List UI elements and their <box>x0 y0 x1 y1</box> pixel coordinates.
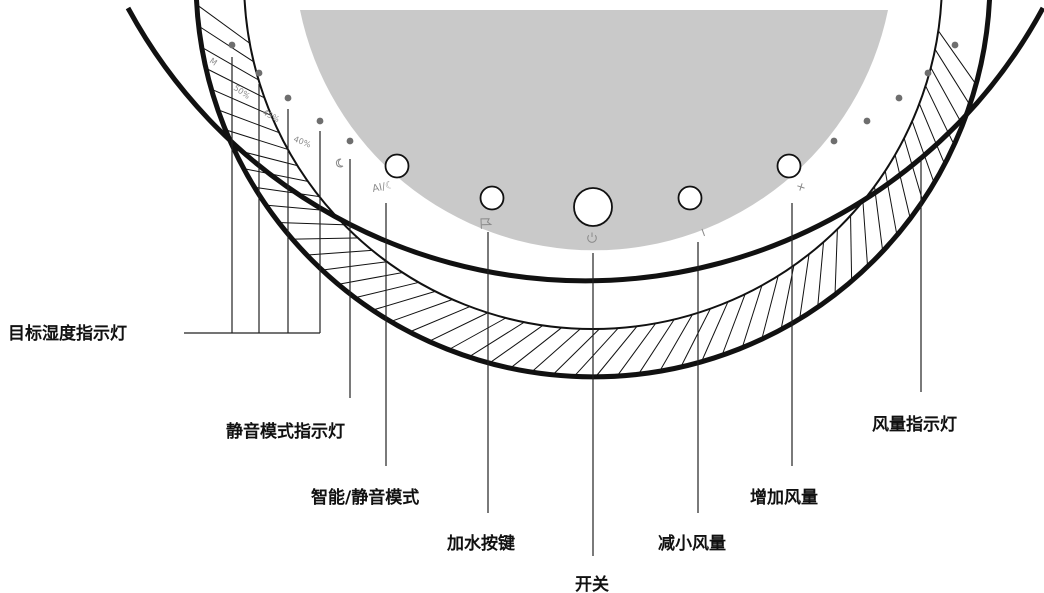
grille-stroke <box>834 226 838 293</box>
flag-icon <box>480 218 493 229</box>
grille-stroke <box>554 326 602 374</box>
grille-stroke <box>923 82 954 143</box>
fan-level-dot-1 <box>830 137 838 145</box>
grille-stroke <box>917 100 945 162</box>
humidity-dot-45 <box>284 94 292 102</box>
fan-grille-ring <box>198 5 975 376</box>
grille-stroke <box>936 28 975 83</box>
grille-stroke <box>203 48 262 82</box>
callout-smart-quiet-mode: 智能/静音模式 <box>311 487 419 508</box>
grille-stroke <box>200 27 257 64</box>
grille-stroke <box>268 204 335 212</box>
humidity-dot-m <box>228 41 236 49</box>
grille-stroke <box>281 222 348 226</box>
quiet-indicator-dot <box>346 137 354 145</box>
crescent-moon-icon <box>335 158 344 168</box>
grille-stroke <box>799 251 810 317</box>
grille-stroke <box>470 320 528 357</box>
fan-level-dot-2 <box>863 117 871 125</box>
leader-lines <box>184 57 922 556</box>
grille-stroke <box>450 316 509 349</box>
grille-stroke <box>430 311 491 341</box>
humidity-dot-50 <box>255 69 263 77</box>
grille-stroke <box>324 260 391 271</box>
grille-stroke <box>902 135 923 199</box>
fan-level-dot-5 <box>951 41 959 49</box>
grille-stroke <box>208 69 268 100</box>
grille-stroke <box>702 298 730 360</box>
callout-add-water-button: 加水按键 <box>446 533 515 554</box>
grille-stroke <box>246 168 311 183</box>
grille-stroke <box>742 282 764 346</box>
grille-stroke <box>220 110 283 135</box>
callout-decrease-fan: 减小风量 <box>658 533 726 554</box>
grille-stroke <box>256 187 323 198</box>
grille-stroke <box>309 249 376 256</box>
grille-stroke <box>928 64 962 124</box>
callout-increase-fan: 增加风量 <box>750 487 818 508</box>
power-button[interactable] <box>573 187 613 227</box>
grille-stroke <box>532 326 584 371</box>
grille-stroke <box>639 316 677 373</box>
grille-stroke <box>357 281 422 298</box>
humidity-mark-45: 45% <box>261 108 281 124</box>
grille-stroke <box>850 212 853 279</box>
grille-stroke <box>893 151 911 217</box>
grille-stroke <box>374 290 439 310</box>
callout-fan-indicator: 风量指示灯 <box>872 414 957 435</box>
humidity-mark-50: 50% <box>232 83 252 101</box>
grille-stroke <box>761 272 780 337</box>
grille-stroke <box>392 298 456 322</box>
grille-stroke <box>660 311 695 370</box>
grille-stroke <box>681 305 713 366</box>
grille-stroke <box>596 323 640 376</box>
grille-stroke <box>575 325 621 375</box>
grille-stroke <box>884 167 897 233</box>
grille-stroke <box>491 323 546 363</box>
grille-stroke <box>862 198 868 265</box>
grille-stroke <box>618 320 658 375</box>
humidity-dot-40 <box>316 117 324 125</box>
decrease-fan-button[interactable] <box>677 185 703 211</box>
increase-fan-button[interactable] <box>776 153 802 179</box>
grille-stroke <box>910 118 934 181</box>
grille-stroke <box>236 149 301 167</box>
grille-stroke <box>873 183 883 249</box>
grille-stroke <box>411 304 473 332</box>
humidity-mark-40: 40% <box>292 135 312 150</box>
callout-power: 开关 <box>575 574 609 593</box>
add-water-button[interactable] <box>479 185 505 211</box>
grille-stroke <box>213 89 275 118</box>
grille-stroke <box>933 46 969 103</box>
callout-quiet-indicator: 静音模式指示灯 <box>226 421 345 442</box>
inner-disc <box>300 10 888 251</box>
callout-humidity-indicator: 目标湿度指示灯 <box>8 323 127 344</box>
grille-stroke <box>511 325 565 368</box>
grille-stroke <box>294 237 361 240</box>
grille-stroke <box>340 271 406 285</box>
minus-symbol: − <box>695 225 712 239</box>
fan-level-dot-4 <box>924 69 932 77</box>
fan-level-dot-3 <box>895 94 903 102</box>
ai-quiet-button[interactable] <box>384 153 410 179</box>
grille-stroke <box>198 5 253 46</box>
ai-quiet-button-label: AI/☾ <box>371 180 395 195</box>
plus-symbol: + <box>794 179 808 195</box>
grille-stroke <box>817 239 825 305</box>
humidity-mark-m: M <box>208 56 219 67</box>
power-icon <box>587 232 597 243</box>
grille-stroke <box>722 291 747 354</box>
